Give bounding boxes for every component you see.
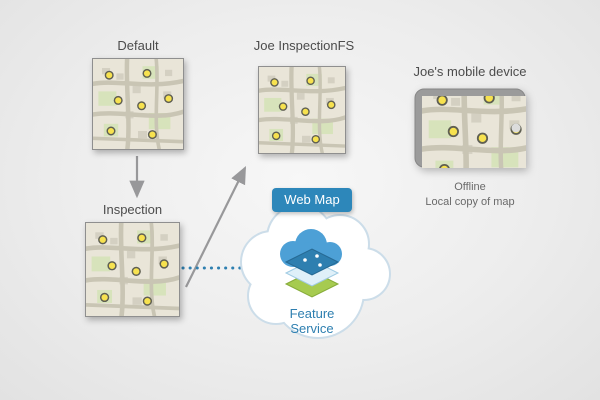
- cloud-icon: [240, 204, 391, 339]
- default-map-thumbnail: [92, 58, 184, 150]
- inspection-map-thumbnail: [85, 222, 180, 317]
- inspection-map-label: Inspection: [102, 202, 163, 217]
- feature-service-label-line1: Feature: [290, 306, 335, 321]
- feature-service-cloud-icon: [280, 229, 342, 276]
- device-status-offline: Offline: [454, 181, 486, 193]
- feature-service-label-line2: Service: [290, 321, 333, 336]
- stacked-layers-icon: [284, 248, 340, 298]
- tablet-device-icon: [414, 88, 526, 168]
- device-status: Offline Local copy of map: [400, 180, 540, 210]
- device-home-button: [511, 123, 521, 133]
- device-status-local-copy: Local copy of map: [425, 196, 515, 208]
- arrow-inspection-to-joefs: [185, 166, 246, 288]
- web-map-badge: Web Map: [272, 188, 352, 212]
- joe-inspectionfs-map-thumbnail: [258, 66, 346, 154]
- map-thumbnail-icon: [259, 67, 345, 153]
- map-thumbnail-icon: [93, 59, 183, 149]
- default-map-label: Default: [117, 38, 159, 53]
- joe-inspectionfs-map-label: Joe InspectionFS: [253, 38, 355, 53]
- mobile-device-label: Joe's mobile device: [413, 64, 527, 79]
- map-thumbnail-icon: [86, 223, 179, 316]
